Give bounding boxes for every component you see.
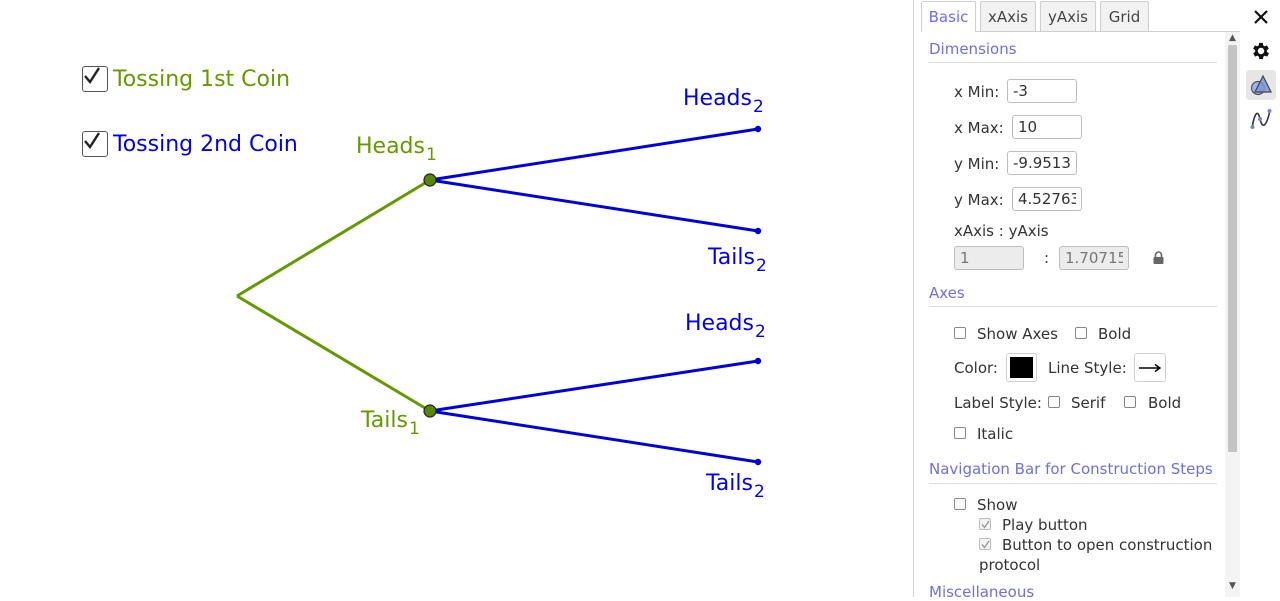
properties-scrollbar[interactable]: ▲ ▼ [1225,32,1240,597]
tab-yaxis[interactable]: yAxis [1040,1,1096,31]
ratio-x-input [954,246,1024,270]
settings-button[interactable] [1246,36,1276,66]
function-graph-icon [1250,109,1272,129]
lock-icon[interactable] [1152,250,1165,269]
label-tails-2-top: Tails2 [708,245,767,276]
branch-heads1-heads2[interactable] [429,127,759,182]
branch-tails1-tails2[interactable] [429,409,759,464]
checkmark-icon [84,132,101,150]
section-navigation-title: Navigation Bar for Construction Steps [929,460,1213,478]
open-protocol-checkbox [979,538,991,550]
endpoint-2[interactable] [754,227,762,235]
play-button-label: Play button [1002,516,1088,534]
xmin-label: x Min: [954,83,1000,101]
label-bold-label: Bold [1148,394,1182,412]
axis-ratio-label: xAxis : yAxis [954,222,1049,240]
checkmark-icon [980,540,990,549]
serif-label: Serif [1071,394,1106,412]
section-misc-title: Miscellaneous [929,583,1035,601]
label-heads-1: Heads1 [356,134,437,165]
play-button-checkbox [979,518,991,530]
scroll-up-icon[interactable]: ▲ [1229,33,1236,43]
graphics-view-button[interactable] [1246,70,1276,100]
checkmark-icon [84,67,101,85]
checkbox-1-box[interactable] [82,66,108,92]
arrow-line-icon [1139,363,1162,372]
checkbox-tossing-2nd-coin[interactable]: Tossing 2nd Coin [82,131,298,157]
ratio-separator: : [1044,249,1050,267]
properties-tabs: Basic xAxis yAxis Grid [920,0,1240,32]
show-axes-checkbox[interactable] [954,327,966,339]
ymax-label: y Max: [954,191,1004,209]
label-heads-2-bottom: Heads2 [685,311,766,342]
panel-divider[interactable] [913,0,914,597]
ratio-y-input [1059,246,1129,270]
graphics-properties-panel: Basic xAxis yAxis Grid Dimensions x Min:… [920,0,1240,601]
ymin-label: y Min: [954,155,1000,173]
checkbox-2-label: Tossing 2nd Coin [113,131,298,157]
axes-color-button[interactable] [1006,353,1037,382]
branch-heads1-tails2[interactable] [429,178,759,233]
tab-basic[interactable]: Basic [921,1,976,32]
xmax-label: x Max: [954,119,1004,137]
show-axes-label: Show Axes [977,325,1058,343]
italic-checkbox[interactable] [954,427,966,439]
checkbox-tossing-1st-coin[interactable]: Tossing 1st Coin [82,66,290,92]
open-protocol-label-2: protocol [979,556,1041,574]
checkbox-2-box[interactable] [82,131,108,157]
node-heads1[interactable] [423,173,437,187]
algebra-view-button[interactable] [1246,104,1276,134]
label-tails-2-bottom: Tails2 [706,471,765,502]
nav-show-label: Show [977,496,1018,514]
checkmark-icon [980,520,990,529]
endpoint-3[interactable] [754,357,762,365]
open-protocol-label: Button to open construction [1002,536,1213,554]
endpoint-1[interactable] [754,125,762,133]
line-style-button[interactable] [1134,353,1166,382]
xmax-input[interactable] [1012,115,1082,139]
axes-bold-checkbox[interactable] [1075,327,1087,339]
graphics-view-icon [1250,74,1272,96]
section-dimensions-title: Dimensions [929,40,1017,58]
branch-root-tails1[interactable] [236,294,431,413]
tab-grid[interactable]: Grid [1100,1,1149,31]
branch-root-heads1[interactable] [236,178,431,298]
scroll-down-icon[interactable]: ▼ [1229,581,1236,591]
tree-diagram [236,125,762,466]
axes-color-label: Color: [954,359,998,377]
ymax-input[interactable] [1012,187,1082,211]
axes-bold-label: Bold [1098,325,1132,343]
label-tails-1: Tails1 [361,408,420,439]
scrollbar-thumb[interactable] [1228,45,1237,452]
label-heads-2-top: Heads2 [683,86,764,117]
serif-checkbox[interactable] [1048,396,1060,408]
close-icon [1254,10,1268,24]
endpoint-4[interactable] [754,458,762,466]
ymin-input[interactable] [1007,151,1077,175]
gear-icon [1253,42,1269,60]
branch-tails1-heads2[interactable] [429,359,759,413]
xmin-input[interactable] [1007,79,1077,103]
color-swatch [1010,357,1033,378]
label-style-label: Label Style: [954,394,1042,412]
graphics-view[interactable]: Tossing 1st Coin Tossing 2nd Coin Heads1… [0,0,913,597]
nav-show-checkbox[interactable] [954,498,966,510]
node-tails1[interactable] [423,404,437,418]
side-toolbar [1242,0,1280,597]
line-style-label: Line Style: [1048,359,1127,377]
section-axes-title: Axes [929,284,965,302]
checkbox-1-label: Tossing 1st Coin [113,66,291,92]
italic-label: Italic [977,425,1014,443]
label-bold-checkbox[interactable] [1124,396,1136,408]
tab-xaxis[interactable]: xAxis [980,1,1036,31]
close-button[interactable] [1246,2,1276,32]
